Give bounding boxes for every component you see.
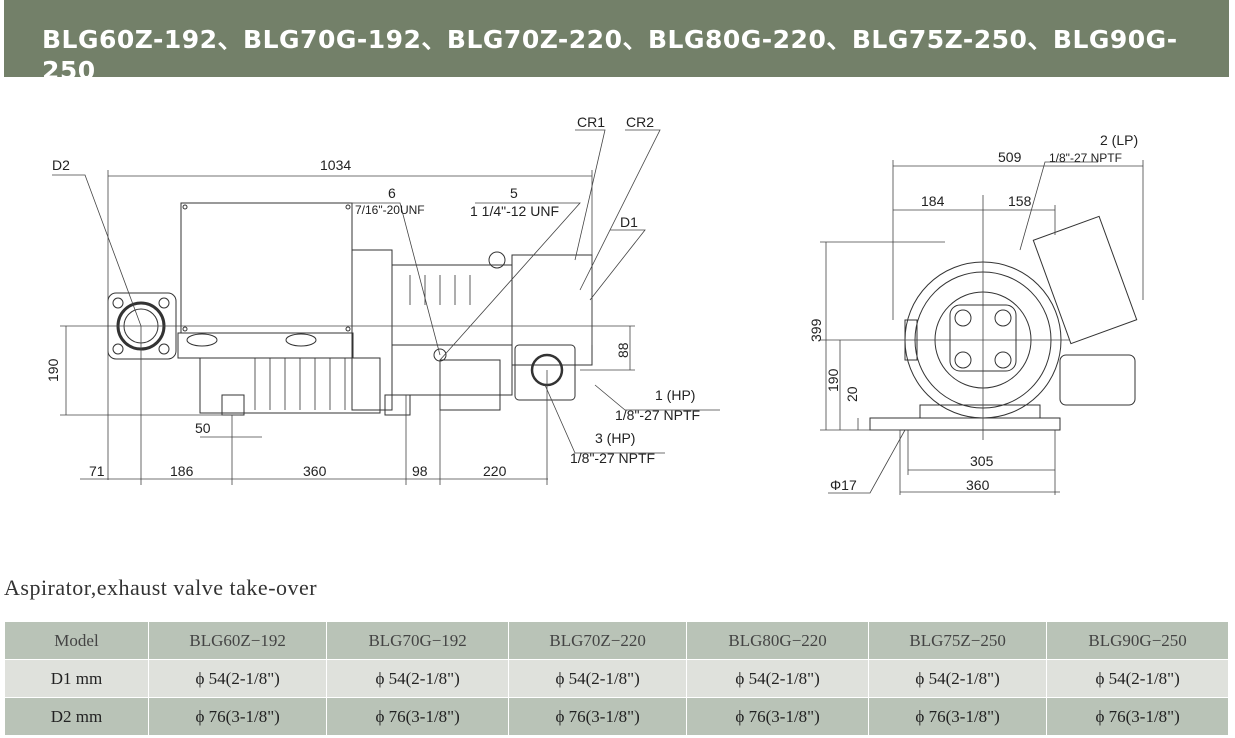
side-dimension-lines xyxy=(52,129,720,485)
label-d1: D1 xyxy=(620,214,638,230)
header-cell: Model xyxy=(4,621,149,660)
dim-184: 184 xyxy=(921,193,945,209)
row-label: D1 mm xyxy=(4,659,149,698)
dim-360: 360 xyxy=(303,463,327,479)
dim-190: 190 xyxy=(45,358,61,382)
label-d2: D2 xyxy=(52,157,70,173)
front-view-labels: 2 (LP) 1/8"-27 NPTF 509 184 158 399 190 … xyxy=(808,132,1138,493)
label-port2-thread: 1/8"-27 NPTF xyxy=(1049,151,1122,165)
table-cell: ϕ 54(2-1/8") xyxy=(867,659,1048,698)
table-row: D1 mm ϕ 54(2-1/8") ϕ 54(2-1/8") ϕ 54(2-1… xyxy=(4,659,1229,698)
title-banner: BLG60Z-192、BLG70G-192、BLG70Z-220、BLG80G-… xyxy=(4,0,1229,85)
label-port6-thread: 7/16"-20UNF xyxy=(355,203,425,217)
header-cell: BLG90G−250 xyxy=(1046,621,1229,660)
row-label: D2 mm xyxy=(4,697,149,736)
front-view xyxy=(869,215,1138,431)
side-view xyxy=(107,202,593,416)
dim-220: 220 xyxy=(483,463,507,479)
table-cell: ϕ 76(3-1/8") xyxy=(867,697,1048,736)
dim-20: 20 xyxy=(844,386,860,402)
label-port3: 3 (HP) xyxy=(595,430,635,446)
table-cell: ϕ 54(2-1/8") xyxy=(686,659,869,698)
dim-71: 71 xyxy=(89,463,105,479)
dim-98: 98 xyxy=(412,463,428,479)
label-port5: 5 xyxy=(510,185,518,201)
dim-399: 399 xyxy=(808,318,824,342)
header-cell: BLG70G−192 xyxy=(326,621,509,660)
dim-305: 305 xyxy=(970,453,994,469)
dim-overall-length: 1034 xyxy=(320,157,351,173)
label-hole-diameter: Φ17 xyxy=(830,477,857,493)
dim-158: 158 xyxy=(1008,193,1032,209)
label-port1: 1 (HP) xyxy=(655,387,695,403)
header-cell: BLG60Z−192 xyxy=(147,621,328,660)
header-cell: BLG75Z−250 xyxy=(867,621,1048,660)
base-plate xyxy=(869,417,1061,431)
label-port2: 2 (LP) xyxy=(1100,132,1138,148)
dim-88: 88 xyxy=(615,342,631,358)
discharge-flange xyxy=(514,344,576,401)
table-header-row: Model BLG60Z−192 BLG70G−192 BLG70Z−220 B… xyxy=(4,621,1229,660)
connection-size-table: Model BLG60Z−192 BLG70G−192 BLG70Z−220 B… xyxy=(4,621,1229,736)
side-view-labels: D2 1034 6 7/16"-20UNF 5 1 1/4"-12 UNF CR… xyxy=(45,114,700,479)
label-port3-thread: 1/8"-27 NPTF xyxy=(570,450,655,466)
label-port5-thread: 1 1/4"-12 UNF xyxy=(470,203,559,219)
table-cell: ϕ 54(2-1/8") xyxy=(147,659,328,698)
table-cell: ϕ 54(2-1/8") xyxy=(326,659,509,698)
dim-186: 186 xyxy=(170,463,194,479)
table-row: D2 mm ϕ 76(3-1/8") ϕ 76(3-1/8") ϕ 76(3-1… xyxy=(4,697,1229,736)
table-cell: ϕ 54(2-1/8") xyxy=(507,659,688,698)
page-title: BLG60Z-192、BLG70G-192、BLG70Z-220、BLG80G-… xyxy=(42,25,1178,85)
table-cell: ϕ 76(3-1/8") xyxy=(326,697,509,736)
table-cell: ϕ 54(2-1/8") xyxy=(1046,659,1229,698)
label-port1-thread: 1/8"-27 NPTF xyxy=(615,407,700,423)
section-title: Aspirator,exhaust valve take-over xyxy=(4,575,318,600)
front-dimension-lines xyxy=(820,160,1144,495)
terminal-box-front xyxy=(1032,215,1138,345)
table-cell: ϕ 76(3-1/8") xyxy=(507,697,688,736)
table-cell: ϕ 76(3-1/8") xyxy=(686,697,869,736)
label-cr1: CR1 xyxy=(577,114,605,130)
terminal-box xyxy=(180,202,353,334)
table-cell: ϕ 76(3-1/8") xyxy=(1046,697,1229,736)
technical-drawing: D2 1034 6 7/16"-20UNF 5 1 1/4"-12 UNF CR… xyxy=(45,114,1144,495)
label-port6: 6 xyxy=(388,185,396,201)
dim-50: 50 xyxy=(195,420,211,436)
table-cell: ϕ 76(3-1/8") xyxy=(147,697,328,736)
label-cr2: CR2 xyxy=(626,114,654,130)
dim-190-front: 190 xyxy=(825,368,841,392)
dim-360-front: 360 xyxy=(966,477,990,493)
dim-509: 509 xyxy=(998,149,1022,165)
header-cell: BLG70Z−220 xyxy=(507,621,688,660)
header-cell: BLG80G−220 xyxy=(686,621,869,660)
